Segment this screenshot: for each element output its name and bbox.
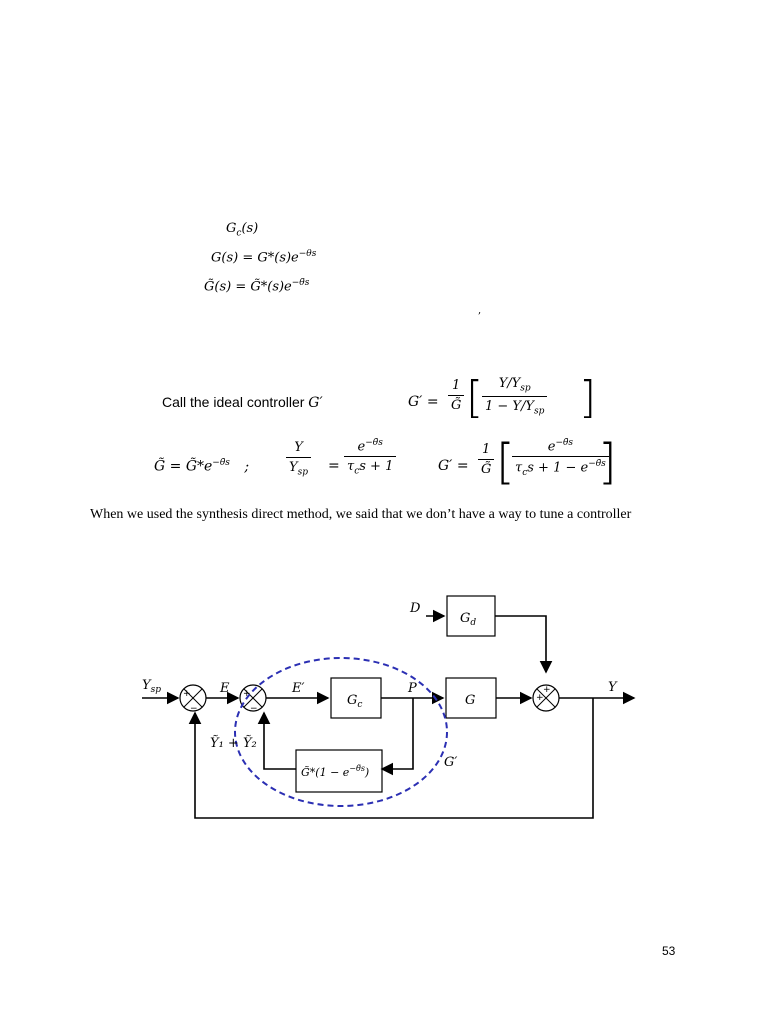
controller-intro: Call the ideal controller G′: [162, 394, 323, 411]
label-d: D: [409, 601, 421, 616]
gd-output-line: [495, 615, 553, 674]
y-over-ysp: Y Ysp: [286, 440, 311, 478]
bracket-left-1: [: [466, 372, 484, 423]
ideal-controller-fraction: e−θ̃s τcs + 1 − e−θ̃s: [512, 438, 609, 478]
model-feedback-line: [257, 711, 296, 770]
bracket-right-2: ]: [598, 434, 617, 490]
bracket-left-2: [: [496, 434, 515, 490]
label-model: G̃*(1 − e−θ̃s): [301, 764, 369, 779]
smith-predictor-block-diagram: D Gd Ysp E E′ Gc P G Y Ỹ₁ + Ỹ₂ G̃*(1 −…: [142, 595, 636, 819]
sign-plus-3: +: [536, 693, 544, 703]
body-paragraph: When we used the synthesis direct method…: [90, 507, 632, 522]
sign-plus-4: +: [543, 685, 551, 695]
gtilde-equation: G̃ = G̃*e−θ̃s ;: [154, 458, 250, 475]
label-g: G: [465, 693, 475, 708]
equals-sign: =: [328, 458, 340, 474]
bracket-right-1: ]: [579, 372, 597, 423]
model-block: [295, 749, 383, 793]
gd-block: [446, 595, 496, 637]
main-feedback-line: [188, 698, 594, 819]
sign-plus-2: +: [243, 689, 251, 699]
label-y1-y2: Ỹ₁ + Ỹ₂: [210, 735, 257, 751]
ratio-fraction: Y/Ysp 1 − Y/Ysp: [482, 376, 548, 416]
sign-minus-2: −: [250, 704, 258, 714]
gprime-lhs-2: G′ =: [438, 458, 469, 474]
label-p: P: [407, 681, 417, 696]
equation-gc: Gc(s): [226, 221, 259, 239]
label-gprime: G′: [444, 755, 457, 770]
label-gd: Gd: [460, 611, 476, 628]
sign-minus-1: −: [190, 704, 198, 714]
gprime-lhs-1: G′ =: [408, 394, 439, 410]
page-number: 53: [662, 944, 676, 958]
first-order-response: e−θ̃s τcs + 1: [344, 438, 397, 477]
stray-mark: ,: [478, 305, 482, 316]
label-gc: Gc: [347, 693, 362, 710]
equation-g: G(s) = G*(s)e−θs: [211, 249, 317, 266]
label-e: E: [219, 681, 230, 696]
sign-plus-1: +: [183, 689, 191, 699]
label-ysp: Ysp: [142, 678, 161, 695]
model-input-line: [380, 698, 414, 776]
label-y: Y: [608, 680, 618, 695]
equation-g-tilde: G̃(s) = G̃*(s)e−θ̃s: [204, 278, 310, 295]
label-eprime: E′: [291, 681, 304, 696]
ideal-controller-boundary: [234, 657, 448, 807]
